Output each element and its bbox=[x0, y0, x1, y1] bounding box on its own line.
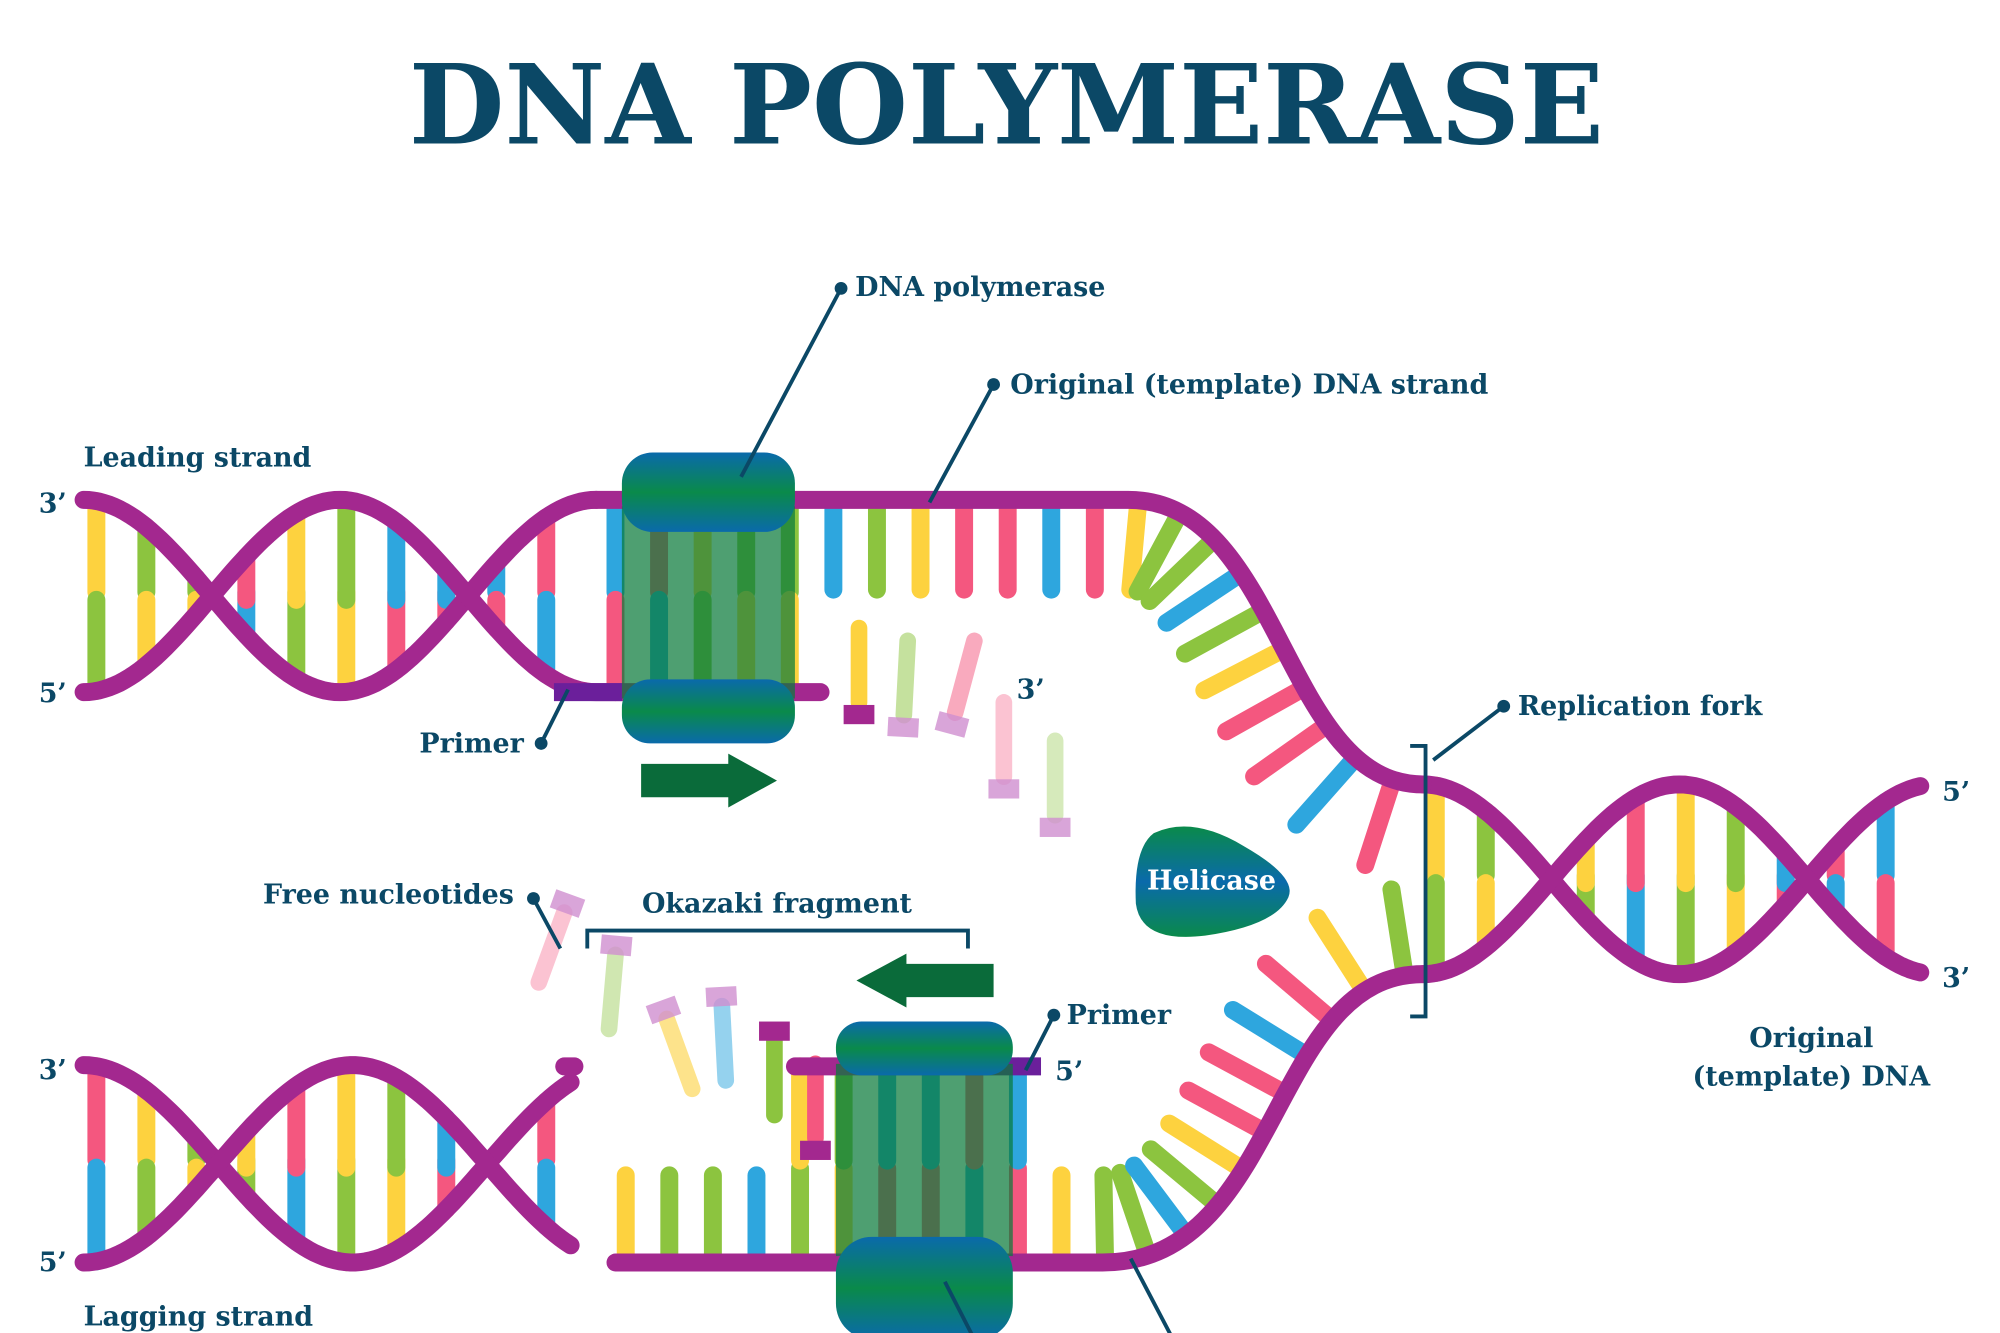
template-base bbox=[1195, 643, 1287, 700]
backbone-leading-new bbox=[74, 490, 830, 702]
nucleotide-base bbox=[895, 632, 917, 724]
free-nucleotide bbox=[800, 1055, 831, 1160]
template-base bbox=[1125, 1156, 1191, 1239]
nucleotide-base bbox=[530, 904, 573, 991]
arrow-right-icon bbox=[641, 753, 777, 808]
end-label: 5’ bbox=[1942, 777, 1970, 808]
nucleotide-base bbox=[658, 1010, 701, 1098]
end-label: 3’ bbox=[39, 489, 67, 520]
nucleotide-phosphate bbox=[600, 934, 633, 957]
backbone-leading-template bbox=[74, 490, 606, 702]
template-base bbox=[1141, 1140, 1221, 1210]
free-nucleotides bbox=[530, 619, 1071, 1160]
dna-polymerase-top bbox=[621, 452, 795, 744]
label-free-nucleotides: Free nucleotides bbox=[263, 880, 514, 911]
label-replication-fork: Replication fork bbox=[1518, 691, 1764, 722]
template-base bbox=[1140, 535, 1218, 611]
nucleotide-base bbox=[600, 946, 624, 1038]
backbone-top-template bbox=[587, 490, 1432, 794]
end-label: 5’ bbox=[39, 678, 67, 709]
template-base bbox=[1160, 1114, 1246, 1175]
helicase-label: Helicase bbox=[1147, 866, 1276, 897]
nucleotide-phosphate bbox=[705, 986, 738, 1007]
label-template-strand: Original (template) DNA strand bbox=[1010, 369, 1488, 400]
nucleotide-phosphate bbox=[549, 889, 586, 918]
arrow-left-icon bbox=[856, 953, 994, 1008]
free-nucleotide bbox=[934, 632, 983, 738]
nucleotide-phosphate bbox=[759, 1021, 790, 1041]
template-base bbox=[1157, 568, 1244, 632]
label-original-template-2: (template) DNA bbox=[1692, 1062, 1931, 1093]
page-title: DNA POLYMERASE bbox=[409, 41, 1604, 170]
nucleotide-phosphate bbox=[988, 779, 1020, 799]
template-base bbox=[1245, 720, 1331, 786]
free-nucleotide bbox=[705, 986, 738, 1089]
template-base bbox=[1111, 1163, 1155, 1258]
template-base bbox=[1199, 1043, 1288, 1100]
label-lagging-strand: Lagging strand bbox=[84, 1301, 314, 1332]
free-nucleotide bbox=[645, 995, 701, 1098]
helicase: Helicase bbox=[1135, 826, 1290, 937]
nucleotide-phosphate bbox=[843, 704, 875, 725]
free-nucleotide bbox=[1039, 732, 1071, 837]
free-nucleotide bbox=[759, 1021, 790, 1124]
template-base bbox=[1287, 754, 1360, 834]
end-label: 5’ bbox=[1055, 1056, 1083, 1087]
label-primer-top: Primer bbox=[419, 728, 524, 759]
dna-polymerase-bottom bbox=[835, 1021, 1013, 1333]
nucleotide-base bbox=[946, 632, 983, 722]
free-nucleotide bbox=[600, 934, 633, 1038]
template-base bbox=[1382, 880, 1413, 977]
free-nucleotide bbox=[843, 619, 875, 725]
end-label: 3’ bbox=[1942, 963, 1970, 994]
template-base bbox=[1121, 498, 1147, 599]
template-base bbox=[1308, 908, 1370, 994]
nucleotide-phosphate bbox=[1039, 817, 1071, 837]
template-base bbox=[1223, 1000, 1310, 1061]
backbone-right-a bbox=[1413, 775, 1930, 984]
label-okazaki-fragment: Okazaki fragment bbox=[642, 889, 913, 920]
end-label: 3’ bbox=[1017, 675, 1045, 706]
end-label: 3’ bbox=[39, 1055, 67, 1086]
nucleotide-phosphate bbox=[645, 995, 682, 1025]
template-base bbox=[1217, 682, 1307, 741]
free-nucleotide bbox=[530, 889, 586, 991]
template-base bbox=[1179, 1081, 1268, 1138]
template-base bbox=[1094, 1166, 1114, 1264]
nucleotide-phosphate bbox=[934, 711, 970, 738]
label-leading-strand: Leading strand bbox=[84, 443, 312, 474]
label-primer-bottom: Primer bbox=[1067, 1000, 1172, 1031]
nucleotide-phosphate bbox=[887, 716, 920, 738]
nucleotide-phosphate bbox=[800, 1140, 831, 1160]
backbone-lagging-template bbox=[74, 1056, 580, 1272]
label-dna-polymerase: DNA polymerase bbox=[855, 272, 1105, 303]
free-nucleotide bbox=[988, 694, 1020, 799]
backbone-right-b bbox=[1413, 775, 1930, 984]
template-base bbox=[1356, 778, 1400, 874]
end-label: 5’ bbox=[39, 1247, 67, 1278]
template-base bbox=[1256, 954, 1336, 1025]
label-original-template-1: Original bbox=[1749, 1023, 1873, 1054]
nucleotide-base bbox=[713, 997, 735, 1089]
pointer-lines bbox=[527, 281, 1511, 1333]
template-base bbox=[1175, 605, 1266, 663]
backbone-bottom-template bbox=[606, 965, 1432, 1272]
free-nucleotide bbox=[887, 632, 920, 738]
template-base bbox=[1128, 510, 1186, 601]
